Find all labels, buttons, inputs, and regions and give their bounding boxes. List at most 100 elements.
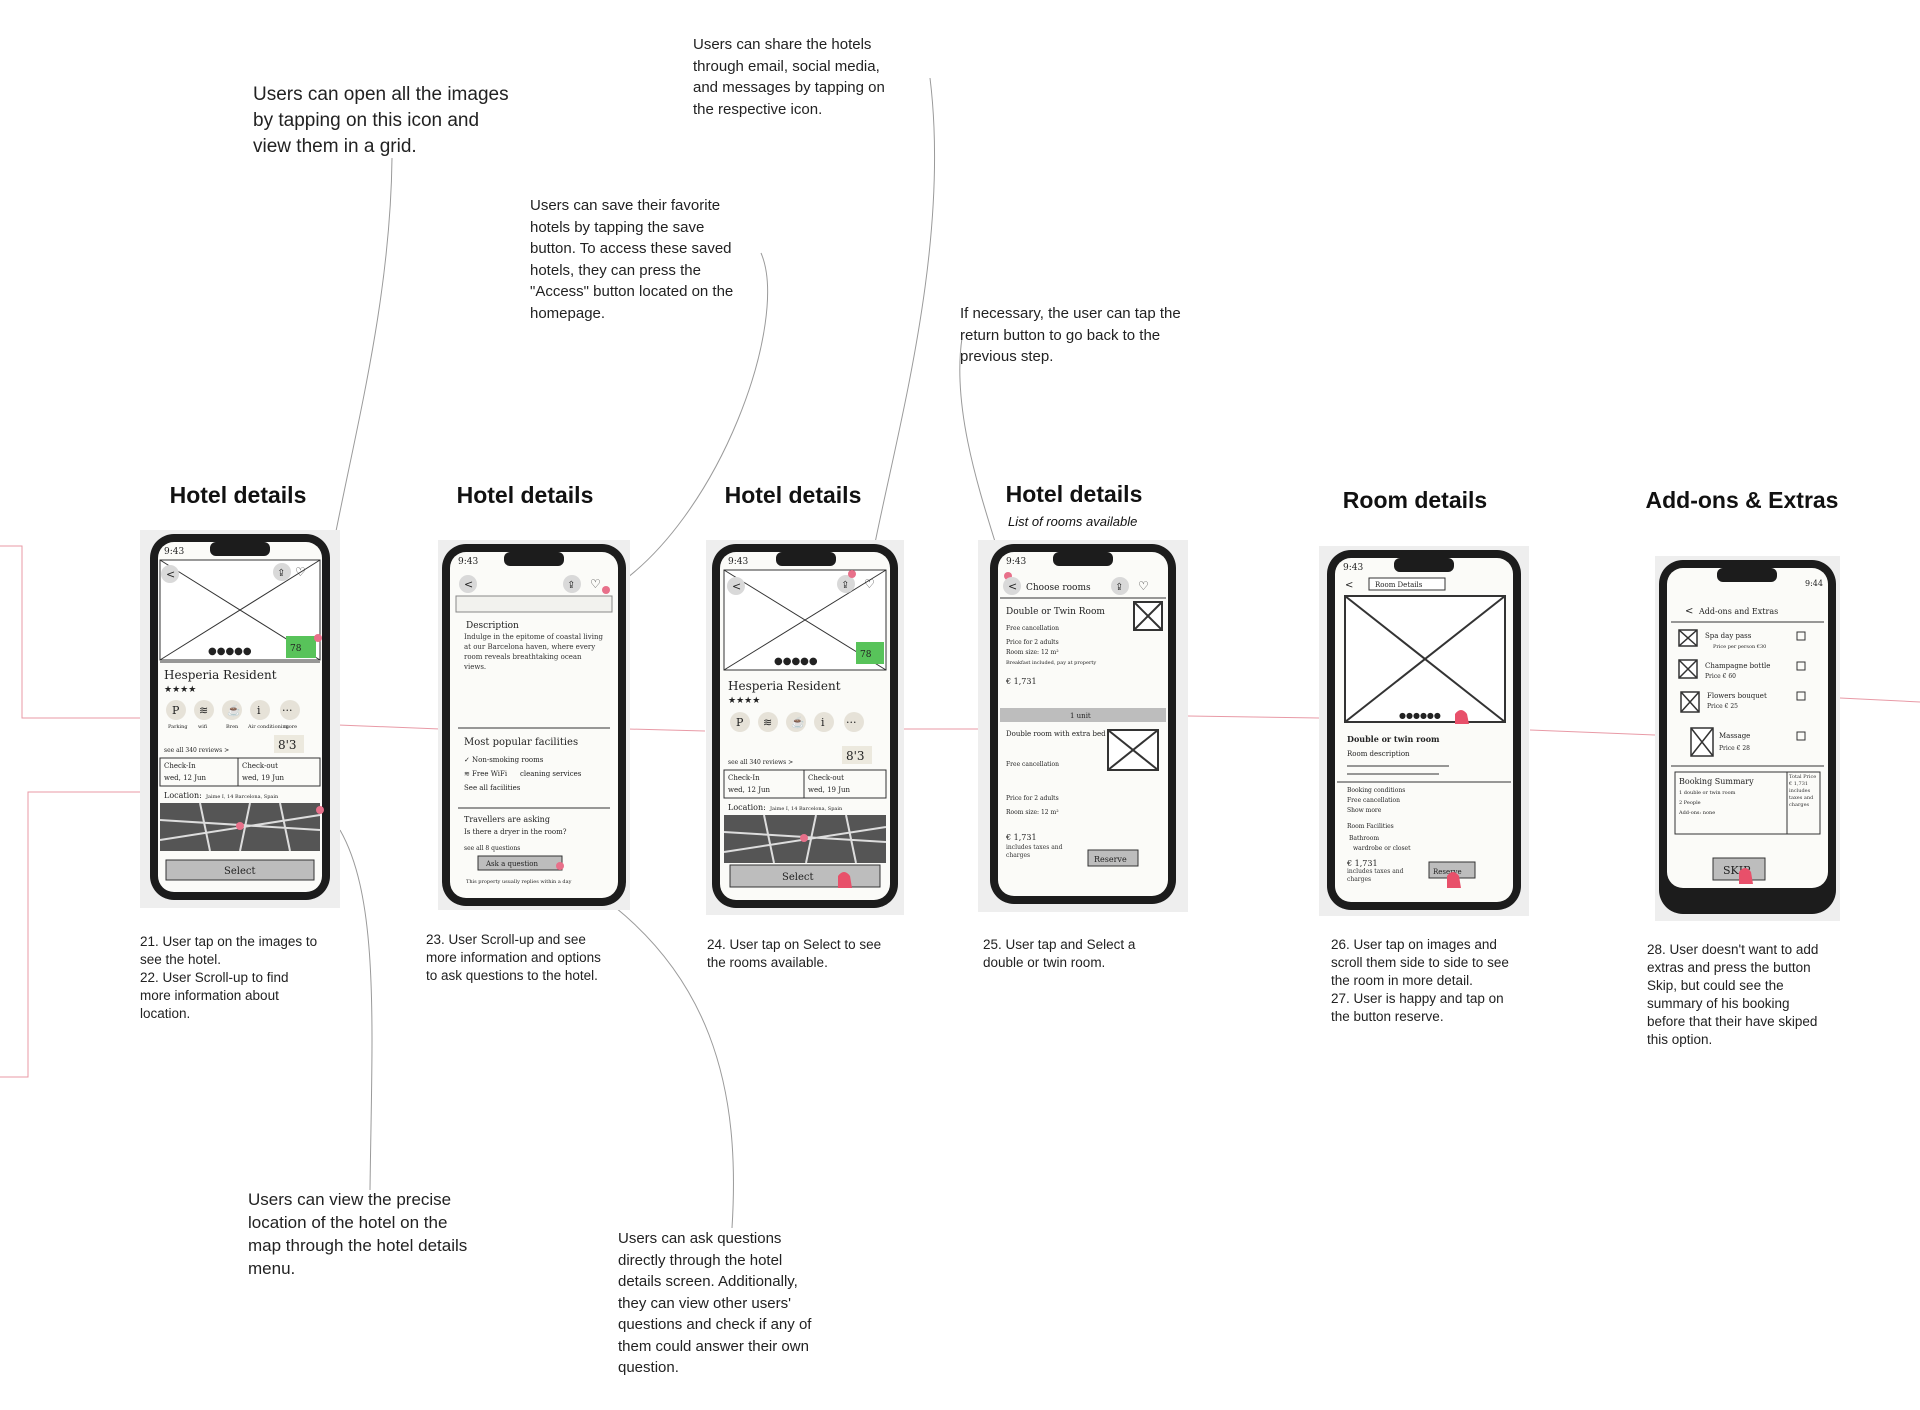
svg-text:Jaime I, 14 Barcelona, Spain: Jaime I, 14 Barcelona, Spain <box>769 806 843 812</box>
svg-text:⇪: ⇪ <box>1115 582 1123 593</box>
svg-text:wifi: wifi <box>198 724 208 730</box>
svg-text:i: i <box>257 704 261 717</box>
svg-text:Most popular facilities: Most popular facilities <box>464 737 578 748</box>
svg-text:Check-out: Check-out <box>808 774 844 782</box>
phone-screen-5: 9:43 < Room Details ●●●●●● Double or twi… <box>1319 546 1529 916</box>
svg-text:wed, 12 Jun: wed, 12 Jun <box>728 786 771 794</box>
svg-text:Free cancellation: Free cancellation <box>1006 761 1059 768</box>
svg-text:Ask a question: Ask a question <box>485 860 539 868</box>
svg-text:€ 1,731: € 1,731 <box>1346 859 1378 868</box>
svg-text:Price € 25: Price € 25 <box>1707 703 1738 710</box>
svg-text:Flowers bouquet: Flowers bouquet <box>1707 692 1767 700</box>
annotation-save: Users can save their favorite hotels by … <box>530 195 780 324</box>
svg-text:♡: ♡ <box>1138 579 1149 593</box>
svg-text:♡: ♡ <box>864 577 875 591</box>
svg-text:✓: ✓ <box>464 756 470 764</box>
svg-text:This property usually replies: This property usually replies within a d… <box>466 879 572 885</box>
svg-text:Room Details: Room Details <box>1375 581 1423 589</box>
screen-2-title: Hotel details <box>405 482 645 509</box>
svg-text:Check-In: Check-In <box>164 762 196 770</box>
svg-text:<: < <box>464 578 473 591</box>
svg-text:★★★★: ★★★★ <box>728 696 760 706</box>
svg-text:Bathroom: Bathroom <box>1349 835 1379 842</box>
phone-screen-2: 9:43 < ⇪ ♡ Description Indulge in the ep… <box>438 540 630 910</box>
svg-text:Spa day pass: Spa day pass <box>1705 632 1752 640</box>
svg-text:Price per person €30: Price per person €30 <box>1713 644 1766 650</box>
svg-text:9:44: 9:44 <box>1805 579 1823 588</box>
svg-text:Location:: Location: <box>164 791 202 800</box>
screen-1-caption: 21. User tap on the images to see the ho… <box>140 933 360 1023</box>
screen-4-subtitle: List of rooms available <box>1008 514 1137 529</box>
svg-text:78: 78 <box>860 650 872 660</box>
svg-text:···: ··· <box>846 716 857 729</box>
hotel-name: Hesperia Resident <box>164 668 277 682</box>
svg-text:wed, 12 Jun: wed, 12 Jun <box>164 774 207 782</box>
svg-text:Price for 2 adults: Price for 2 adults <box>1006 639 1059 646</box>
back-icon: < <box>166 568 175 581</box>
annotation-questions: Users can ask questions directly through… <box>618 1228 868 1379</box>
svg-text:€ 1,731: € 1,731 <box>1005 677 1037 686</box>
svg-text:Double room with extra bed: Double room with extra bed <box>1006 730 1106 738</box>
svg-text:≋: ≋ <box>199 704 208 717</box>
screen-5-title: Room details <box>1295 487 1535 514</box>
heart-icon: ♡ <box>295 565 306 579</box>
svg-text:see all 8 questions: see all 8 questions <box>464 845 520 852</box>
svg-text:See all facilities: See all facilities <box>464 784 521 792</box>
screen-6-caption: 28. User doesn't want to add extras and … <box>1647 941 1867 1049</box>
svg-text:9:43: 9:43 <box>728 557 748 567</box>
svg-text:⇪: ⇪ <box>567 580 575 591</box>
svg-text:Reserve: Reserve <box>1094 855 1127 864</box>
svg-text:9:43: 9:43 <box>1343 563 1363 573</box>
select-button: Select <box>224 866 256 877</box>
svg-text:Parking: Parking <box>168 724 188 730</box>
grid-count: 78 <box>290 644 302 654</box>
svg-text:i: i <box>821 716 825 729</box>
svg-text:Room size: 12 m²: Room size: 12 m² <box>1006 649 1059 656</box>
svg-text:Massage: Massage <box>1719 732 1750 740</box>
svg-text:Free cancellation: Free cancellation <box>1006 625 1059 632</box>
screen-4-title: Hotel details <box>954 481 1194 508</box>
svg-text:2 People: 2 People <box>1679 800 1701 806</box>
svg-text:<: < <box>1008 580 1017 593</box>
svg-text:●●●●●: ●●●●● <box>774 656 818 667</box>
screen-1-title: Hotel details <box>118 482 358 509</box>
svg-text:Free WiFi: Free WiFi <box>472 770 508 778</box>
svg-text:Choose rooms: Choose rooms <box>1026 583 1091 593</box>
phone-screen-4: 9:43 < Choose rooms ⇪ ♡ Double or Twin R… <box>978 540 1188 912</box>
svg-text:♡: ♡ <box>590 577 601 591</box>
svg-text:P: P <box>736 716 744 729</box>
svg-text:1 unit: 1 unit <box>1070 712 1091 720</box>
annotation-return: If necessary, the user can tap the retur… <box>960 303 1240 368</box>
svg-text:●●●●●●: ●●●●●● <box>1399 711 1441 720</box>
annotation-location: Users can view the precise location of t… <box>248 1188 528 1280</box>
svg-text:Breakfast included, pay at pro: Breakfast included, pay at property <box>1006 660 1096 666</box>
svg-text:Room description: Room description <box>1347 750 1410 758</box>
svg-text:●●●●●: ●●●●● <box>208 646 252 657</box>
svg-text:Location:: Location: <box>728 803 766 812</box>
svg-text:Room Facilities: Room Facilities <box>1347 823 1394 830</box>
svg-text:Non-smoking rooms: Non-smoking rooms <box>472 756 544 764</box>
phone-screen-6: 9:44 < Add-ons and Extras Spa day pass P… <box>1655 556 1840 921</box>
svg-text:1 double or twin room: 1 double or twin room <box>1679 790 1736 796</box>
svg-text:Add-ons: none: Add-ons: none <box>1678 810 1715 816</box>
svg-text:☕: ☕ <box>227 703 241 717</box>
svg-text:Price € 28: Price € 28 <box>1719 745 1750 752</box>
svg-text:P: P <box>172 704 180 717</box>
svg-text:Booking Summary: Booking Summary <box>1679 777 1754 786</box>
svg-text:≋: ≋ <box>464 770 470 778</box>
svg-text:☕: ☕ <box>791 715 805 729</box>
svg-text:Double or twin room: Double or twin room <box>1347 734 1440 744</box>
svg-text:★★★★: ★★★★ <box>164 685 196 695</box>
svg-text:Is there a dryer in the room?: Is there a dryer in the room? <box>464 828 567 836</box>
svg-text:Room size: 12 m²: Room size: 12 m² <box>1006 809 1059 816</box>
svg-text:wed, 19 Jun: wed, 19 Jun <box>808 786 851 794</box>
svg-text:Show more: Show more <box>1347 807 1382 814</box>
svg-text:⇪: ⇪ <box>841 580 849 591</box>
svg-text:Travellers are asking: Travellers are asking <box>464 815 550 824</box>
svg-text:Hesperia Resident: Hesperia Resident <box>728 679 841 693</box>
svg-text:wed, 19 Jun: wed, 19 Jun <box>242 774 285 782</box>
svg-text:Check-In: Check-In <box>728 774 760 782</box>
svg-text:more: more <box>284 724 297 730</box>
screen-3-title: Hotel details <box>673 482 913 509</box>
svg-text:8'3: 8'3 <box>278 738 297 752</box>
